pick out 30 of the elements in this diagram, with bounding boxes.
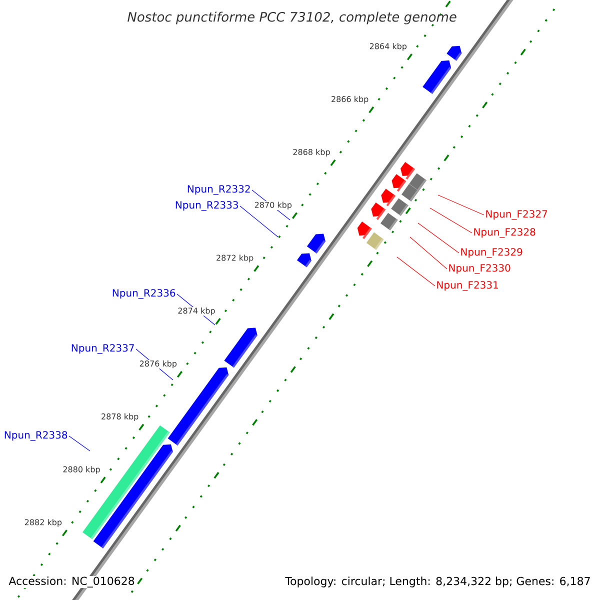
genome-info-text: Topology: circular; Length: 8,234,322 bp; Genes: 6,187 — [285, 576, 590, 588]
leader-line — [396, 256, 436, 286]
accession-text: Accession: NC_010628 — [8, 576, 136, 588]
tick-label: 2866 kbp — [330, 95, 370, 104]
leader-line — [430, 208, 472, 234]
gene-label: Npun_R2337 — [72, 344, 134, 354]
gene-label: Npun_R2333 — [176, 201, 238, 211]
tick-label: 2874 kbp — [177, 307, 216, 316]
tick-label: 2880 kbp — [62, 466, 101, 474]
gene-label: Npun_F2329 — [461, 248, 522, 258]
gene-label: Npun_R2332 — [188, 185, 250, 195]
tick-label: 2878 kbp — [100, 412, 140, 422]
tick-label: 2870 kbp — [254, 201, 293, 210]
leader-line — [68, 436, 90, 452]
title: Nostoc punctiforme PCC 73102, complete genome — [128, 12, 456, 24]
tick-label: 2876 kbp — [138, 360, 178, 369]
leader-line — [438, 194, 484, 216]
gene-label: Npun_F2330 — [449, 264, 510, 274]
leader-line — [240, 206, 278, 238]
gene-label: Npun_R2338 — [4, 431, 68, 441]
leader-line — [418, 222, 460, 254]
gene-label: Npun_F2328 — [474, 228, 536, 238]
tick-label: 2882 kbp — [24, 518, 63, 528]
tick-label: 2868 kbp — [292, 148, 331, 158]
tick-label: 2872 kbp — [216, 254, 254, 263]
gene-label: Npun_F2331 — [437, 281, 498, 291]
gene-label: Npun_F2327 — [486, 210, 548, 220]
tick-label: 2864 kbp — [368, 42, 408, 52]
leader-line — [410, 236, 448, 270]
gene-label: Npun_R2336 — [112, 289, 176, 299]
